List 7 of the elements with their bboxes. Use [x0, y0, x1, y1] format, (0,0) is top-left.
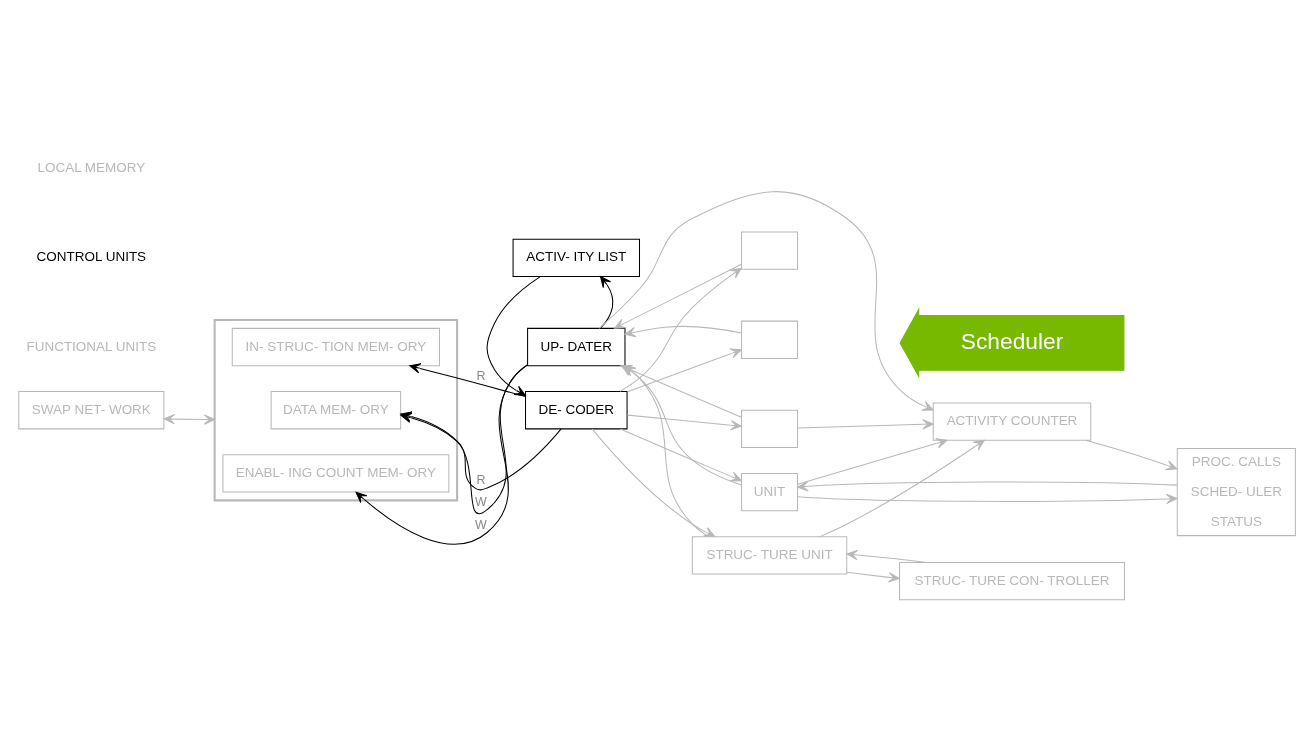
edge-label: R [476, 368, 486, 383]
label: CONTROL UNITS [36, 249, 147, 265]
edge-label: W [475, 495, 487, 510]
edge-label: W [475, 517, 487, 532]
label: LOCAL MEMORY [37, 160, 146, 176]
edge-label: R [476, 473, 486, 488]
label: FUNCTIONAL UNITS [26, 338, 157, 354]
